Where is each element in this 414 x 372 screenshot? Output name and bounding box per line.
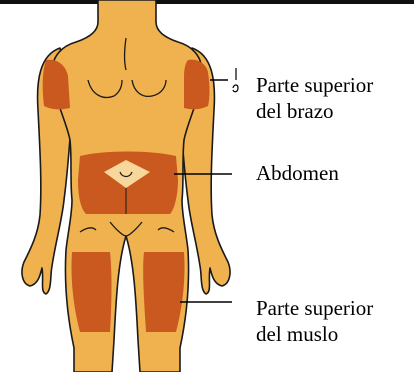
label-upper-thigh: Parte superior del muslo <box>256 295 373 347</box>
zone-left-thigh <box>71 252 111 332</box>
label-upper-arm: Parte superior del brazo <box>256 72 373 124</box>
label-upper-arm-line2: del brazo <box>256 98 373 124</box>
label-abdomen: Abdomen <box>256 160 339 186</box>
label-upper-thigh-line2: del muslo <box>256 321 373 347</box>
label-upper-arm-line1: Parte superior <box>256 72 373 98</box>
label-abdomen-text: Abdomen <box>256 160 339 186</box>
top-border <box>0 0 414 4</box>
label-upper-thigh-line1: Parte superior <box>256 295 373 321</box>
zone-right-upper-arm <box>184 60 210 110</box>
clipped-marks <box>233 68 238 92</box>
zone-right-thigh <box>143 252 184 332</box>
